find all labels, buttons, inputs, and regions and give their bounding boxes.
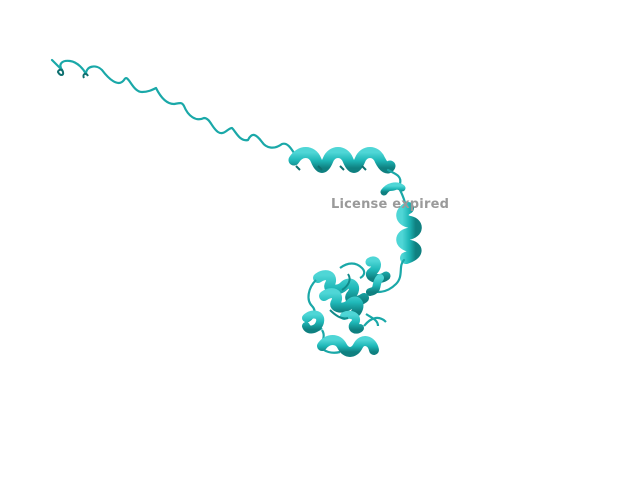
globular-domain [302, 256, 391, 357]
helix-2 [380, 182, 406, 196]
n-terminal-knot [56, 68, 89, 79]
helix-1 [288, 147, 396, 174]
loop-3 [376, 258, 406, 294]
license-watermark: License expired [331, 197, 450, 212]
helix-3 [396, 202, 422, 264]
n-terminal-coil [50, 58, 298, 158]
